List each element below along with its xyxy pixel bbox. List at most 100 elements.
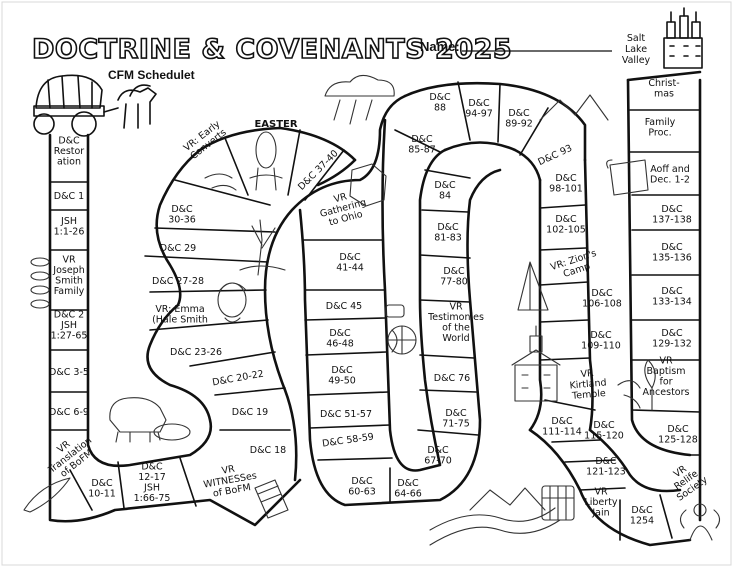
path-space-text: Family: [54, 286, 85, 297]
path-space-s2[interactable]: D&C 1: [54, 191, 84, 202]
path-space-s33[interactable]: D&C71-75: [442, 408, 470, 430]
path-space-s13[interactable]: D&C 19: [232, 407, 268, 418]
path-space-text: Testimonies: [427, 312, 484, 323]
path-space-text: D&C 51-57: [320, 409, 372, 420]
path-space-text: VR: [449, 301, 462, 312]
tree-icon: [239, 219, 286, 276]
path-space-s7[interactable]: D&C 6-9: [49, 407, 89, 418]
path-space-s14[interactable]: D&C 20-22: [212, 369, 265, 389]
tent-icon: [517, 261, 549, 311]
feather-pen-icon: [23, 477, 71, 513]
path-space-text: 60-63: [348, 486, 376, 497]
book-icon: [254, 479, 289, 519]
path-space-s31[interactable]: D&C64-66: [394, 478, 422, 500]
path-space-s64[interactable]: Christ-mas: [648, 78, 679, 100]
path-space-text: D&C 45: [326, 301, 362, 312]
path-space-s29[interactable]: D&C 58-59: [322, 431, 375, 449]
path-space-s42[interactable]: D&C89-92: [505, 108, 533, 130]
path-space-text: 89-92: [505, 118, 533, 129]
path-space-text: Jain: [591, 508, 609, 519]
kirtland-temple-icon: [511, 325, 561, 402]
path-space-s38[interactable]: D&C84: [434, 180, 456, 202]
path-space-text: D&C: [445, 408, 467, 419]
path-space-s39[interactable]: D&C85-87: [408, 134, 436, 156]
path-space-s18[interactable]: D&C 29: [160, 243, 196, 254]
thunderstorm-cloud-icon: [324, 74, 395, 125]
path-space-s16[interactable]: VR: Emma(Hale Smith: [152, 304, 208, 326]
path-space-text: 71-75: [442, 418, 470, 429]
path-space-s36[interactable]: D&C77-80: [440, 266, 468, 288]
path-space-s40[interactable]: D&C88: [429, 92, 451, 114]
path-space-s43[interactable]: D&C 93: [536, 143, 574, 168]
path-space-text: D&C: [331, 365, 353, 376]
path-space-s26[interactable]: D&C46-48: [326, 328, 354, 350]
path-space-text: 41-44: [336, 262, 364, 273]
path-space-s28[interactable]: D&C 51-57: [320, 409, 372, 420]
path-space-text: JSH: [143, 482, 160, 493]
path-space-s27[interactable]: D&C49-50: [328, 365, 356, 387]
path-space-s37[interactable]: D&C81-83: [434, 222, 462, 244]
path-space-text: D&C: [468, 98, 490, 109]
path-space-text: 111-114: [542, 426, 582, 437]
path-space-s6[interactable]: D&C 3-5: [49, 367, 89, 378]
path-space-s24[interactable]: D&C41-44: [336, 252, 364, 274]
board-subtitle: CFM Schedulet: [108, 68, 195, 82]
path-space-s25[interactable]: D&C 45: [326, 301, 362, 312]
destination-line-1: Salt: [627, 33, 645, 44]
path-space-text: D&C: [171, 204, 193, 215]
path-space-text: D&C: [329, 328, 351, 339]
path-space-text: D&C 76: [434, 373, 470, 384]
path-space-s12[interactable]: D&C 18: [250, 445, 286, 456]
path-space-text: Restor: [54, 146, 85, 157]
path-space-s19[interactable]: D&C30-36: [168, 204, 196, 226]
path-space-text: D&C: [508, 108, 530, 119]
path-space-s17[interactable]: D&C 27-28: [152, 276, 204, 287]
path-space-s21[interactable]: EASTER: [254, 119, 297, 130]
spiral-binding-icon: [30, 257, 50, 309]
path-space-s44[interactable]: D&C98-101: [549, 173, 583, 195]
path-space-s30[interactable]: D&C60-63: [348, 476, 376, 498]
path-space-s41[interactable]: D&C94-97: [465, 98, 493, 120]
path-space-s9[interactable]: D&C10-11: [88, 478, 116, 500]
path-space-text: D&C: [427, 445, 449, 456]
destination-label: Salt Lake Valley: [622, 33, 651, 66]
path-space-s32[interactable]: D&C67-70: [424, 445, 452, 467]
path-space-s34[interactable]: D&C 76: [434, 373, 470, 384]
path-space-text: D&C 58-59: [322, 431, 375, 449]
path-space-text: D&C: [555, 173, 577, 184]
temple-icon: [663, 7, 703, 69]
path-space-s15[interactable]: D&C 23-26: [170, 347, 222, 358]
